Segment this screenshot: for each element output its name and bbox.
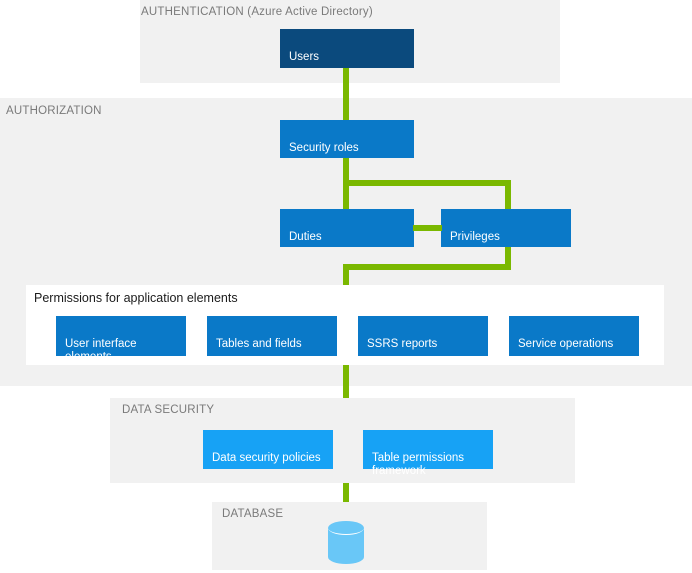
band-data-security: [110, 398, 575, 483]
connector-data-security-to-database: [343, 483, 349, 506]
connector-branch-to-privileges-vertical: [505, 180, 511, 209]
node-privileges-label: Privileges: [450, 231, 500, 243]
band-database-title: DATABASE: [222, 508, 284, 520]
connector-privileges-horizontal: [343, 264, 511, 270]
node-tables-and-fields-label: Tables and fields: [216, 338, 302, 350]
connector-duties-to-privileges: [413, 225, 442, 231]
connector-permissions-to-data-security: [343, 365, 349, 403]
database-cylinder-icon: [328, 521, 364, 564]
connector-users-to-security-roles: [343, 68, 349, 120]
connector-to-permissions-panel: [343, 264, 349, 288]
node-user-interface-elements[interactable]: User interface elements: [56, 316, 186, 363]
node-users-label: Users: [289, 51, 320, 63]
node-ssrs-reports[interactable]: SSRS reports: [358, 316, 488, 356]
band-authentication-title: AUTHENTICATION (Azure Active Directory): [141, 6, 373, 18]
node-table-permissions-framework[interactable]: Table permissions framework: [363, 430, 493, 477]
connector-security-roles-branch-horizontal: [343, 180, 511, 186]
node-tables-and-fields[interactable]: Tables and fields: [207, 316, 337, 356]
band-authorization-title: AUTHORIZATION: [6, 105, 102, 117]
node-security-roles[interactable]: Security roles: [280, 120, 414, 158]
node-data-security-policies-label: Data security policies: [212, 452, 321, 464]
node-ssrs-reports-label: SSRS reports: [367, 338, 438, 350]
node-service-operations[interactable]: Service operations: [509, 316, 639, 356]
node-duties-label: Duties: [289, 231, 322, 243]
node-data-security-policies[interactable]: Data security policies: [203, 430, 333, 469]
node-table-permissions-framework-label: Table permissions framework: [372, 452, 465, 477]
node-duties[interactable]: Duties: [280, 209, 414, 247]
node-privileges[interactable]: Privileges: [441, 209, 571, 247]
node-security-roles-label: Security roles: [289, 142, 359, 154]
node-users[interactable]: Users: [280, 29, 414, 68]
node-service-operations-label: Service operations: [518, 338, 614, 350]
connector-privileges-down: [505, 247, 511, 270]
database-cylinder-top: [328, 521, 364, 535]
band-data-security-title: DATA SECURITY: [122, 404, 215, 416]
node-user-interface-elements-label: User interface elements: [65, 338, 137, 363]
panel-permissions-title: Permissions for application elements: [34, 291, 238, 305]
